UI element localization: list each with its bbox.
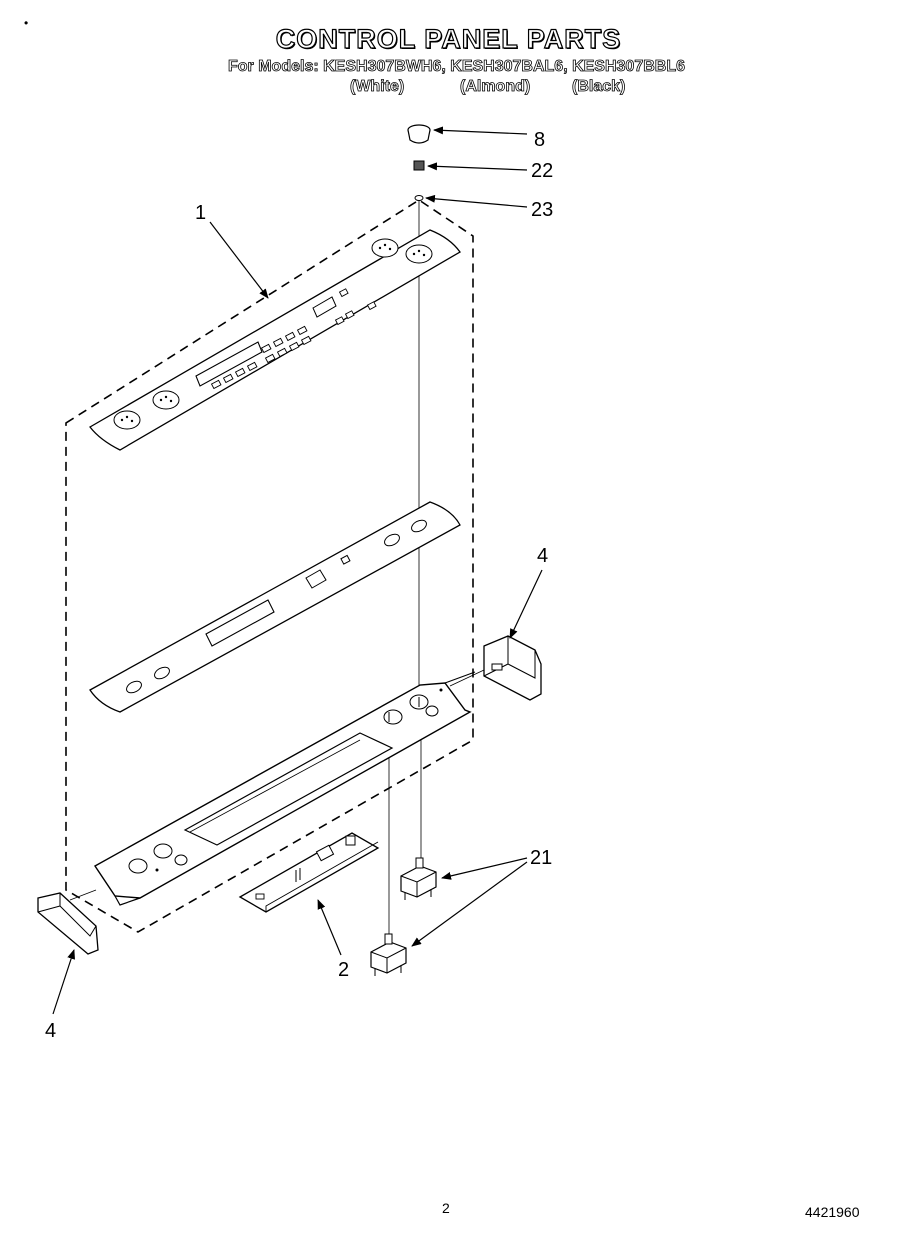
leader-23 — [425, 194, 528, 208]
washer-part — [414, 195, 424, 201]
finish-black: (Black) — [572, 78, 626, 96]
page-number: 2 — [442, 1200, 450, 1216]
callout-22: 22 — [531, 160, 554, 182]
end-cap-left-part — [37, 892, 99, 955]
leader-8 — [433, 126, 528, 135]
nut-part — [413, 160, 425, 171]
leader-4-left — [52, 949, 75, 1015]
leader-21-lower — [411, 861, 528, 947]
callout-23: 23 — [531, 199, 554, 221]
switch-part-lower — [370, 933, 407, 976]
page-header: CONTROL PANEL PARTS — [0, 23, 897, 55]
switch-part-upper — [400, 857, 437, 900]
overlay-panel-part — [89, 229, 461, 451]
callout-1: 1 — [195, 202, 207, 224]
knob-part — [407, 124, 431, 144]
main-control-panel-part — [93, 671, 476, 906]
control-board-part — [238, 832, 380, 913]
leader-1 — [209, 221, 269, 299]
end-cap-right-part — [483, 635, 542, 701]
page-title: CONTROL PANEL PARTS — [275, 23, 622, 54]
corner-mark: • — [24, 16, 29, 30]
assembly-outline — [65, 199, 474, 933]
callout-2: 2 — [338, 959, 350, 981]
callout-4-left: 4 — [45, 1020, 57, 1042]
finish-white: (White) — [350, 78, 405, 96]
leader-21-upper — [441, 857, 528, 880]
callout-21: 21 — [530, 847, 553, 869]
finish-almond: (Almond) — [460, 78, 531, 96]
leader-22 — [427, 162, 528, 171]
leader-2 — [317, 899, 342, 956]
leader-4-right — [509, 569, 543, 639]
part-number: 4421960 — [805, 1204, 860, 1220]
callout-8: 8 — [534, 129, 546, 151]
gasket-panel-part — [89, 501, 461, 713]
callout-4-right: 4 — [537, 545, 549, 567]
models-line: For Models: KESH307BWH6, KESH307BAL6, KE… — [228, 58, 686, 76]
